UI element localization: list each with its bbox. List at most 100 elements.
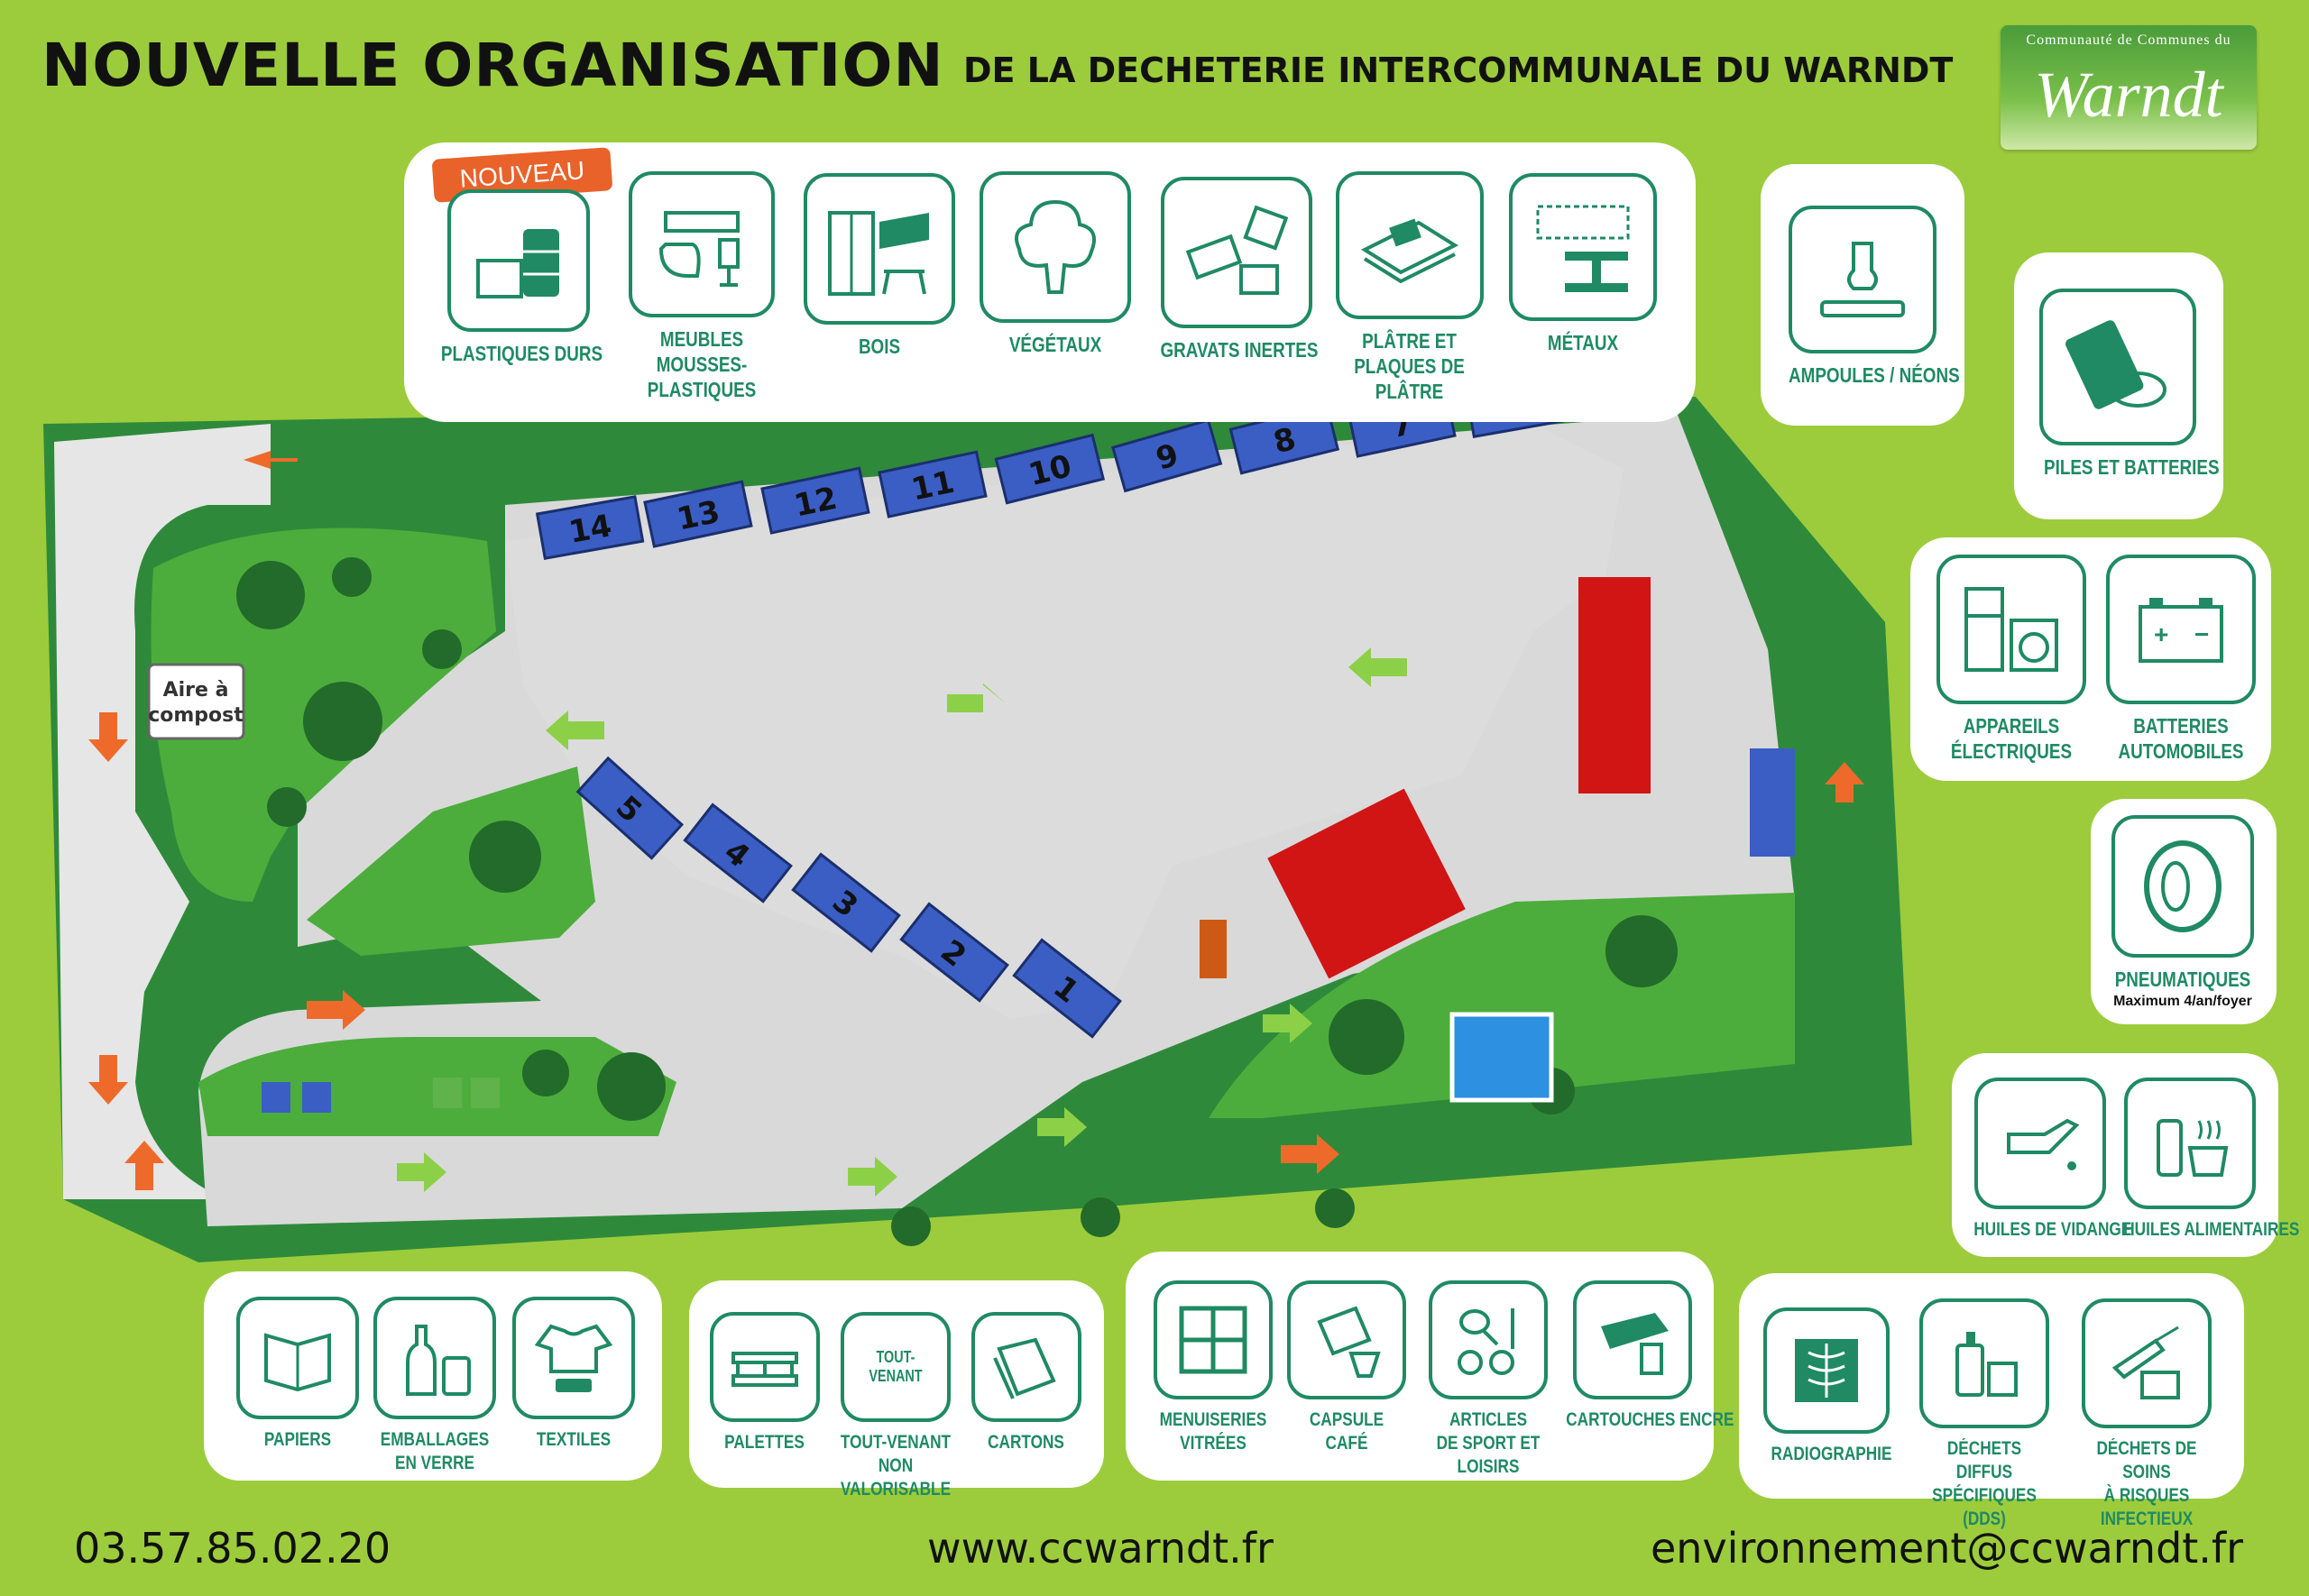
label-plastiques-durs: PLASTIQUES DURS (440, 342, 603, 365)
container-spot-12-label: 12 (791, 481, 841, 525)
svg-text:−: − (2194, 620, 2209, 648)
light-bulb-icon (1789, 206, 1936, 353)
newspaper-icon (236, 1297, 359, 1419)
red-container-center (1267, 788, 1466, 979)
wood-icon (804, 173, 955, 325)
label-gravats: GRAVATS INERTES (1160, 338, 1319, 362)
tile-dds: DÉCHETS DIFFUS SPÉCIFIQUES (DDS) (1903, 1298, 2065, 1531)
label-palettes: PALETTES (724, 1432, 805, 1453)
metal-beam-icon (1509, 173, 1657, 321)
container-spot-2: 2 (899, 902, 1009, 1003)
xray-icon (1763, 1307, 1890, 1434)
container-spot-1: 1 (1012, 938, 1122, 1039)
footer-phone: 03.57.85.02.20 (74, 1524, 391, 1573)
ink-cartridge-icon (1573, 1280, 1692, 1399)
label-menuiseries: MENUISERIES VITRÉES (1159, 1409, 1267, 1454)
footer-email[interactable]: environnement@ccwarndt.fr (1651, 1524, 2244, 1573)
tile-ampoules: AMPOULES / NÉONS (1772, 206, 1960, 388)
container-spot-14-label: 14 (566, 508, 615, 551)
label-cartouches: CARTOUCHES ENCRE (1566, 1409, 1734, 1430)
label-meubles: MEUBLES MOUSSES- PLASTIQUES (647, 327, 757, 401)
plastic-containers-icon (447, 189, 590, 332)
logo-top-text: Communauté de Communes du (2026, 32, 2231, 48)
tile-metaux: MÉTAUX (1493, 173, 1673, 355)
bin-verre-1 (433, 1078, 462, 1108)
tout-venant-icon-label: TOUT-VENANT (869, 1348, 923, 1385)
battery-icon (2039, 289, 2196, 445)
label-tout-venant: TOUT-VENANT NON VALORISABLE (840, 1432, 952, 1500)
sport-equipment-icon (1429, 1280, 1548, 1399)
tile-articles-sport: ARTICLES DE SPORT ET LOISIRS (1407, 1280, 1569, 1479)
container-spot-12: 12 (760, 466, 870, 535)
tile-huiles-alimentaires: HUILES ALIMENTAIRES (2109, 1078, 2300, 1242)
label-bois: BOIS (858, 335, 901, 358)
tile-plastiques-durs: PLASTIQUES DURS (424, 189, 613, 366)
page-subtitle: DE LA DECHETERIE INTERCOMMUNALE DU WARND… (963, 50, 1954, 90)
chemicals-icon (1919, 1298, 2049, 1428)
label-metaux: MÉTAUX (1547, 331, 1619, 354)
label-huiles-alimentaires: HUILES ALIMENTAIRES (2123, 1219, 2300, 1240)
coffee-capsule-icon (1287, 1280, 1406, 1399)
label-radiographie: RADIOGRAPHIE (1771, 1444, 1892, 1464)
label-vegetaux: VÉGÉTAUX (1008, 333, 1102, 356)
label-piles: PILES ET BATTERIES (2044, 455, 2220, 479)
svg-text:+: + (2154, 620, 2168, 648)
cooking-oil-icon (2124, 1078, 2256, 1209)
tile-platre: PLÂTRE ET PLAQUES DE PLÂTRE (1317, 171, 1502, 404)
tile-tout-venant: TOUT-VENANT TOUT-VENANT NON VALORISABLE (819, 1312, 972, 1501)
green-arrows (397, 647, 1407, 1197)
container-spot-11-label: 11 (908, 464, 958, 509)
container-spot-9: 9 (1111, 418, 1223, 493)
furniture-icon (629, 171, 775, 317)
label-huiles-vidange: HUILES DE VIDANGE (1973, 1219, 2132, 1240)
tile-menuiseries: MENUISERIES VITRÉES (1141, 1280, 1285, 1455)
footer-website[interactable]: www.ccwarndt.fr (927, 1524, 1274, 1573)
container-spot-10: 10 (994, 433, 1106, 505)
blue-container-right (1750, 748, 1795, 857)
tile-palettes: PALETTES (695, 1312, 834, 1454)
syringe-icon (2082, 1298, 2212, 1428)
tout-venant-icon: TOUT-VENANT (841, 1312, 951, 1422)
tile-huiles-vidange: HUILES DE VIDANGE (1959, 1078, 2132, 1242)
container-spot-14: 14 (535, 495, 645, 560)
pallet-icon (709, 1312, 820, 1422)
label-ampoules: AMPOULES / NÉONS (1789, 363, 1960, 387)
tile-meubles: MEUBLES MOUSSES- PLASTIQUES (612, 171, 792, 402)
tree-icon (980, 171, 1131, 323)
label-pneumatiques: PNEUMATIQUES (2114, 968, 2251, 991)
bin-verre-2 (471, 1078, 500, 1108)
container-spot-4: 4 (683, 803, 793, 903)
warndt-logo: Communauté de Communes du Warndt (2001, 25, 2257, 150)
clothing-icon (512, 1297, 635, 1419)
cardboard-icon (971, 1312, 1081, 1422)
appliances-icon (1936, 555, 2086, 704)
container-spot-3: 3 (791, 852, 901, 953)
label-appareils: APPAREILS ÉLECTRIQUES (1950, 714, 2073, 763)
label-articles-sport: ARTICLES DE SPORT ET LOISIRS (1436, 1409, 1541, 1477)
window-icon (1154, 1280, 1273, 1399)
car-battery-icon: +− (2106, 555, 2256, 704)
tile-textiles: TEXTILES (501, 1297, 646, 1452)
grass-island-mid (307, 766, 595, 956)
tile-vegetaux: VÉGÉTAUX (965, 171, 1145, 357)
tile-pneumatiques: PNEUMATIQUES Maximum 4/an/foyer (2093, 815, 2273, 1010)
label-verre: EMBALLAGES EN VERRE (380, 1429, 490, 1473)
label-papiers: PAPIERS (263, 1429, 332, 1450)
logo-name: Warndt (2034, 59, 2223, 131)
paved-area (54, 424, 271, 1199)
label-platre: PLÂTRE ET PLAQUES DE PLÂTRE (1354, 329, 1465, 403)
tile-appareils: APPAREILS ÉLECTRIQUES (1921, 555, 2102, 764)
container-spot-11: 11 (878, 450, 988, 518)
label-cartons: CARTONS (988, 1432, 1064, 1453)
tile-cartons: CARTONS (956, 1312, 1096, 1454)
orange-container (1200, 920, 1227, 978)
tile-gravats: GRAVATS INERTES (1144, 177, 1329, 362)
label-batteries-auto: BATTERIES AUTOMOBILES (2118, 714, 2244, 763)
blue-pools (1449, 1012, 1554, 1103)
tile-verre: EMBALLAGES EN VERRE (363, 1297, 507, 1475)
container-spot-13-label: 13 (674, 494, 723, 538)
tile-bois: BOIS (789, 173, 970, 359)
rubble-icon (1160, 177, 1312, 328)
plaster-icon (1335, 171, 1484, 319)
